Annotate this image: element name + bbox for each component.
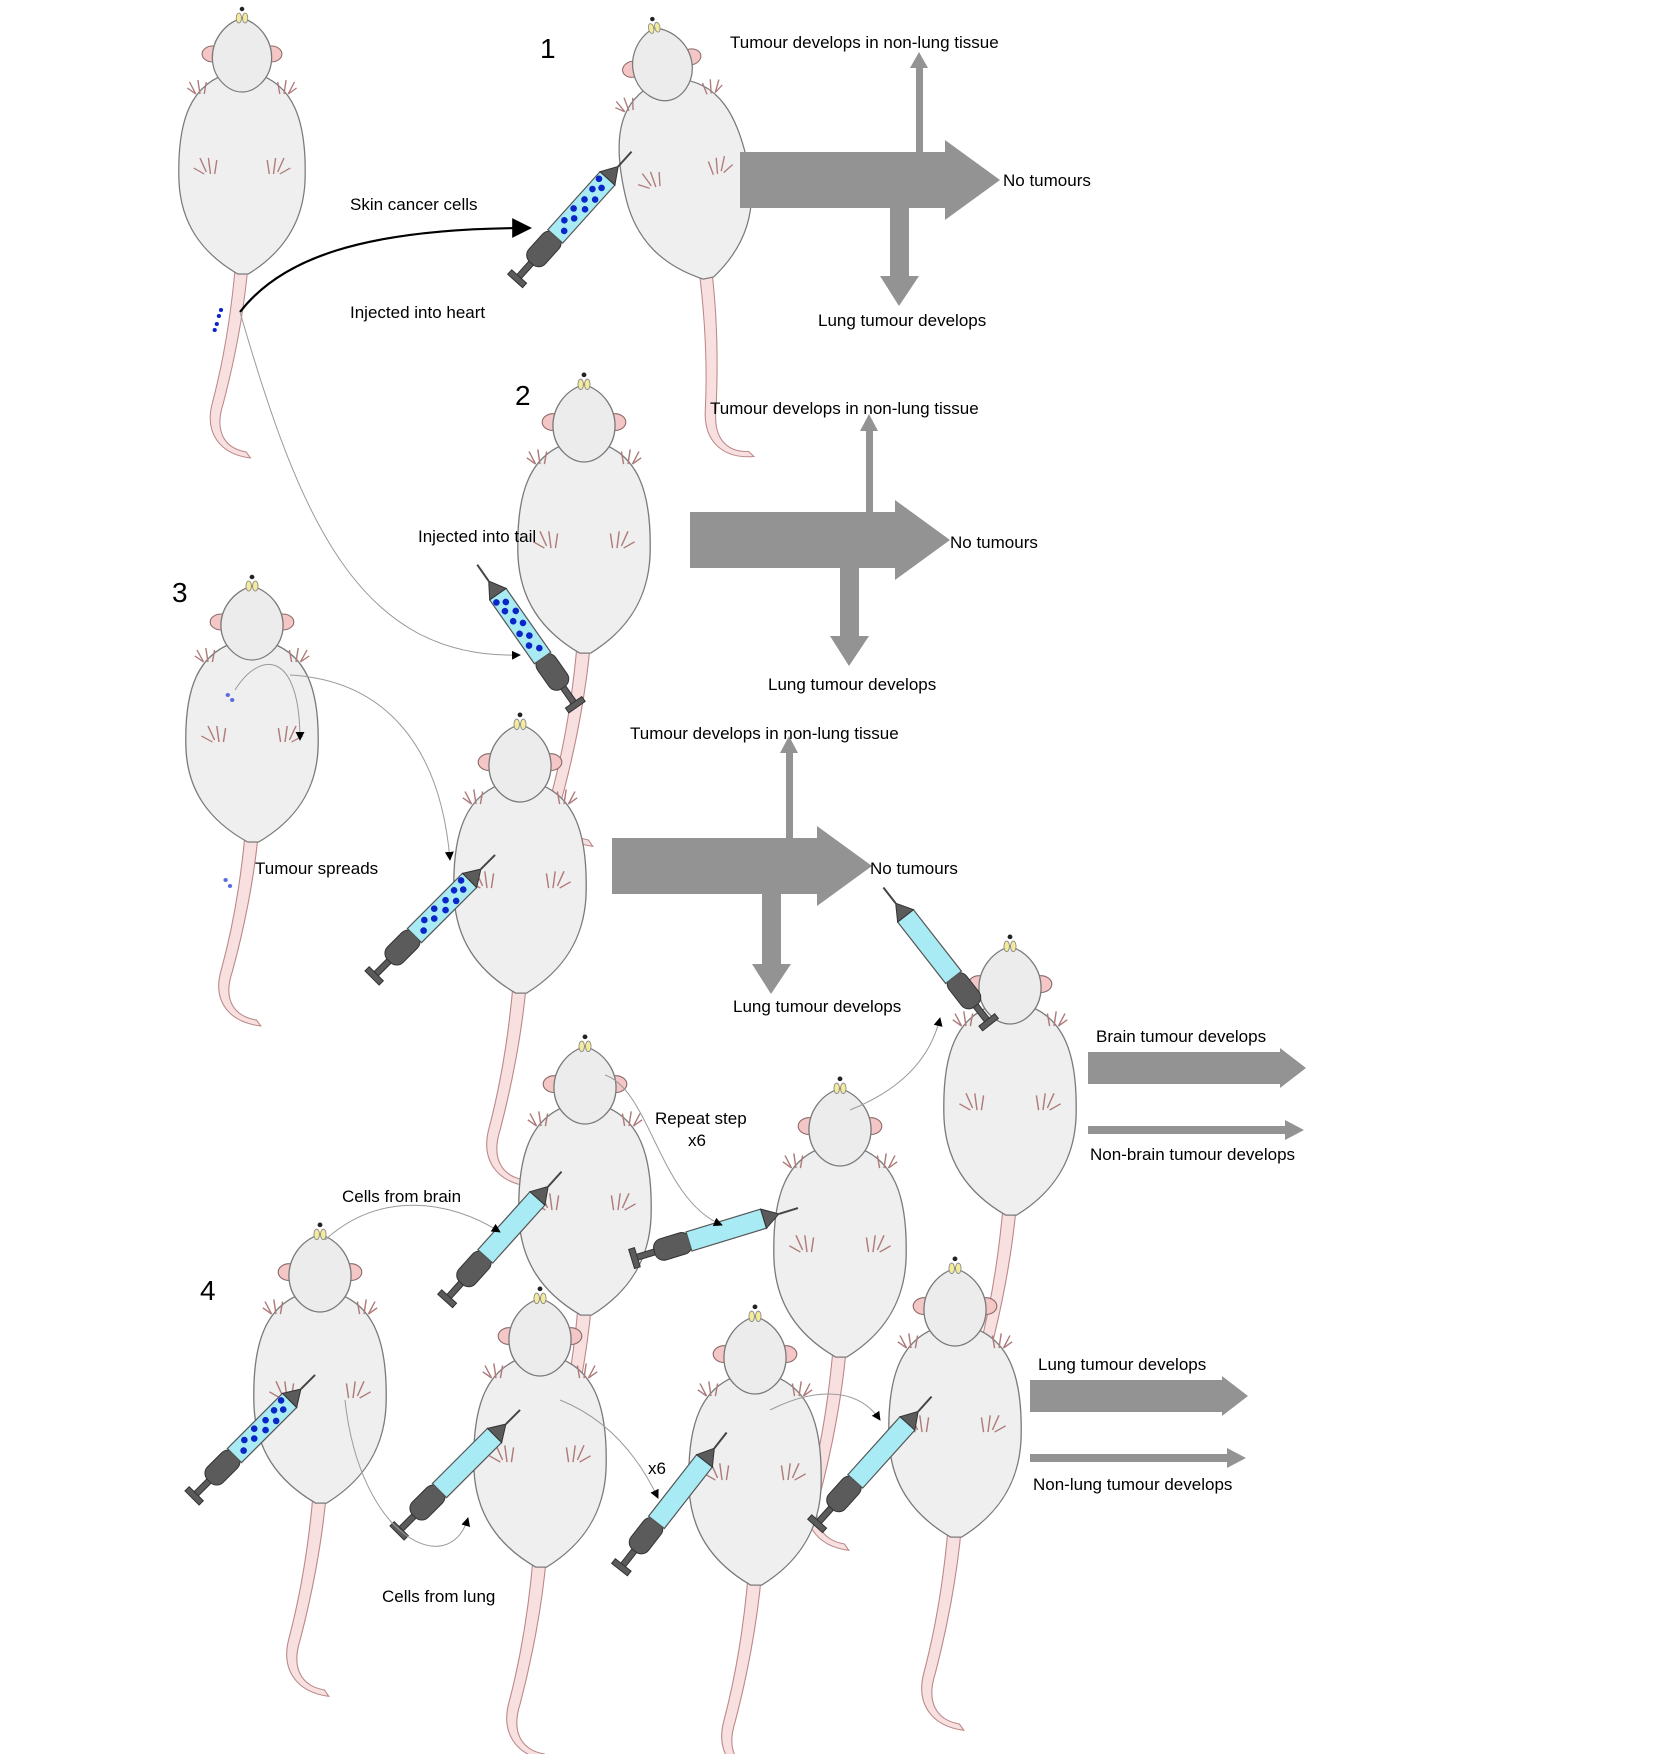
outcome-step1-lung: Lung tumour develops (818, 311, 986, 330)
connector-repeat (604, 1074, 723, 1227)
step-number-1: 1 (540, 33, 556, 64)
outcome-non-brain-tumour: Non-brain tumour develops (1090, 1145, 1295, 1164)
outcome-step3-lung: Lung tumour develops (733, 997, 901, 1016)
label-cells-from-lung: Cells from lung (382, 1587, 495, 1606)
step-number-2: 2 (515, 380, 531, 411)
label-injected-into-heart: Injected into heart (350, 303, 485, 322)
mouse-step4-lung-b (688, 1303, 822, 1754)
spread-tumour-cells (223, 693, 235, 888)
outcome-arrows-step2 (690, 414, 950, 666)
outcome-arrows-step1 (740, 52, 1000, 306)
outcome-lung-tumour-step4: Lung tumour develops (1038, 1355, 1206, 1374)
connector-brain-1 (324, 1204, 501, 1241)
label-lung-x6: x6 (648, 1459, 666, 1478)
connector-tumour-spread (234, 664, 305, 741)
connector-lung-1 (344, 1399, 471, 1547)
outcome-step1-non-lung: Tumour develops in non-lung tissue (730, 33, 999, 52)
outcome-step2-no-tumours: No tumours (950, 533, 1038, 552)
donor-mouse (178, 6, 306, 459)
outcome-brain-tumour: Brain tumour develops (1096, 1027, 1266, 1046)
outcome-step1-no-tumours: No tumours (1003, 171, 1091, 190)
step-number-4: 4 (200, 1275, 216, 1306)
connector-lung-final (769, 1393, 881, 1421)
connector-brain-final (849, 1017, 943, 1111)
mouse-step4-lung-a (473, 1285, 607, 1754)
outcome-step2-non-lung: Tumour develops in non-lung tissue (710, 399, 979, 418)
label-injected-into-tail: Injected into tail (418, 527, 536, 546)
connector-lung-x6 (559, 1399, 659, 1499)
outcome-non-lung-tumour: Non-lung tumour develops (1033, 1475, 1232, 1494)
outcome-step3-no-tumours: No tumours (870, 859, 958, 878)
label-cells-from-brain: Cells from brain (342, 1187, 461, 1206)
connector-step3 (289, 674, 454, 861)
label-repeat-step: Repeat step (655, 1109, 747, 1128)
step-number-3: 3 (172, 577, 188, 608)
label-skin-cancer-cells: Skin cancer cells (350, 195, 478, 214)
mouse-step4-lung-final (888, 1255, 1022, 1732)
mouse-step4-source (253, 1221, 387, 1698)
outcome-step2-lung: Lung tumour develops (768, 675, 936, 694)
outcome-arrows-step3 (612, 736, 872, 994)
outcome-arrows-brain (1088, 1048, 1306, 1140)
outcome-step3-non-lung: Tumour develops in non-lung tissue (630, 724, 899, 743)
connector-to-tail-injection (239, 311, 521, 660)
syringe-step1 (507, 144, 640, 288)
mouse-step3-source (185, 574, 319, 1027)
label-tumour-spreads: Tumour spreads (255, 859, 378, 878)
outcome-arrows-lung (1030, 1376, 1248, 1468)
label-repeat-x6: x6 (688, 1131, 706, 1150)
arrow-cells-to-heart (239, 218, 532, 313)
tail-tumour-cells (212, 308, 224, 332)
